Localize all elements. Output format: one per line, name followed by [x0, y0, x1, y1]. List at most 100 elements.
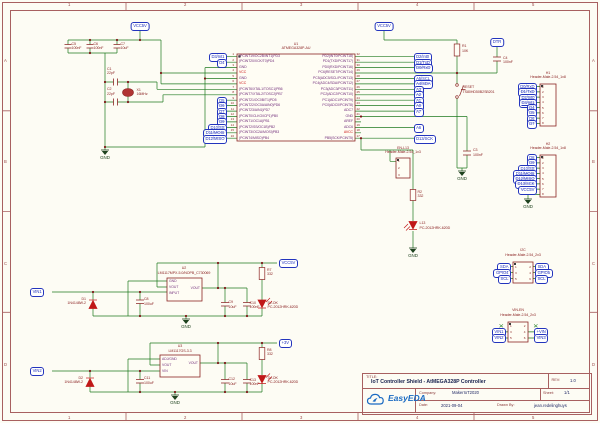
u1-pin-name: AVCC: [343, 130, 353, 135]
gnd-icon: [101, 149, 109, 156]
i2c-pin-number: 6: [529, 276, 531, 281]
net-flag: DTR: [490, 38, 504, 48]
grid-col-label: 3: [300, 2, 303, 8]
en-l13-pin-number: 2: [398, 166, 400, 170]
u1-pin-name: PD0(RXD/PCINT16): [322, 64, 353, 69]
h1-pin-number: 4: [542, 100, 544, 105]
h2-pin-number: 7: [542, 187, 544, 192]
u1-pin-name: GND: [239, 75, 247, 80]
en-l13-body: [395, 157, 411, 179]
grid-col-label: 4: [416, 414, 419, 420]
h1-pin-number: 8: [542, 121, 544, 126]
u1-pin-name: (PCINT20/XCK/T0)PD4: [239, 59, 275, 64]
gnd-label: GND: [457, 176, 467, 181]
junction-dots: [88, 38, 459, 394]
grid-row-label: C: [592, 261, 596, 266]
u1-pin-number: 27: [356, 79, 360, 84]
title-block: [362, 373, 592, 415]
grid-row-label: C: [4, 261, 8, 266]
vin-en-pin-number: 4: [523, 330, 526, 335]
u1-pin-name: PC5(ADC5/SCL/PCINT13): [313, 75, 353, 80]
u1-pin-number: 5: [232, 73, 234, 78]
u1-pin-name: (PCINT1/OC1A)PB1: [239, 119, 270, 124]
u3-pin-adj-gnd: ADJ/GND: [162, 356, 177, 361]
u1-pin-name: (PCINT2/SS/OC1B)PB2: [239, 124, 276, 129]
u1-pin-number: 12: [230, 111, 234, 116]
h1-pin-number: 7: [542, 116, 544, 121]
diodes-leds: [85, 221, 418, 387]
rev-label: REV:: [551, 377, 561, 382]
u2-pin-gnd: GND: [169, 279, 177, 283]
u1-pin-number: 20: [356, 117, 360, 122]
drawn-by-value: jean.redelinghuys: [534, 403, 567, 408]
u1-pin-number: 2: [232, 57, 234, 62]
u2-pin-vout-right: VOUT: [190, 286, 200, 290]
u1-pin-number: 10: [230, 101, 234, 106]
sheet-value: 1/1: [564, 390, 570, 396]
net-flag: VCC5V: [130, 22, 150, 32]
crystal-x1-icon: [122, 88, 134, 97]
u1-pin-number: 13: [230, 117, 234, 122]
gnd-label: GND: [523, 204, 533, 209]
component-outlines: [159, 53, 557, 378]
u3-pin-vout-right: VOUT: [188, 361, 198, 365]
en-l13-pin-number: 3: [398, 172, 400, 177]
h1-pin-number: 2: [542, 89, 544, 94]
u1-pin-name: ADC6: [343, 124, 353, 129]
h2-pin-number: 2: [542, 160, 544, 165]
grid-col-label: 2: [184, 2, 187, 8]
gnd-icon: [409, 247, 417, 254]
u1-pin-name: (PCINT22/OC0A/AIN0)PD6: [239, 102, 281, 107]
net-flag: D13/SCK: [413, 134, 436, 144]
grid-col-label: 2: [184, 414, 187, 420]
grid-row-label: D: [592, 362, 596, 367]
u1-pin-number: 16: [230, 133, 234, 138]
h2-pin-number: 3: [542, 166, 544, 171]
u1-pin-number: 9: [232, 95, 234, 100]
net-flag: VCC5V: [279, 259, 298, 269]
u1-pin-number: 15: [230, 128, 234, 133]
date-value: 2021-09-04: [441, 403, 463, 408]
gnd-icon: [524, 198, 532, 205]
h1-pin-number: 6: [542, 110, 544, 115]
date-label: Date:: [419, 403, 429, 408]
vin-en-pin-number: 2: [523, 324, 526, 328]
u1-pin-number: 4: [232, 68, 234, 73]
u1-body: [236, 53, 356, 142]
u1-pin-number: 19: [356, 122, 360, 127]
i2c-pin-number: 4: [529, 270, 531, 275]
title-block-line: [415, 400, 590, 401]
u1-pin-number: 25: [356, 90, 360, 95]
u1-pin-number: 21: [356, 111, 360, 116]
u1-pin-name: GND: [345, 113, 353, 118]
u1-pin-number: 29: [356, 68, 360, 73]
u1-pin-name: (PCINT19/OC2B/INT1)PD3: [239, 54, 280, 58]
u2-pin-input: INPUT: [169, 291, 180, 295]
h2-pin-number: 6: [542, 181, 544, 186]
led-3v-ok: [257, 373, 273, 384]
u1-pin-name: (PCINT3/OC2A/MOSI)PB3: [239, 130, 280, 135]
net-flag: VCC5V: [518, 185, 537, 195]
grid-col-label: 5: [532, 414, 535, 420]
net-flag: D4: [216, 58, 227, 68]
h1-body: [539, 83, 557, 127]
grid-col-label: 1: [68, 414, 71, 420]
diode-d1: [88, 299, 98, 309]
u1-pin-number: 17: [356, 133, 360, 138]
u1-pin-number: 28: [356, 73, 360, 78]
u1-pin-name: PC0(ADC0/PCINT8): [322, 102, 353, 107]
net-flag: A7: [413, 107, 424, 117]
